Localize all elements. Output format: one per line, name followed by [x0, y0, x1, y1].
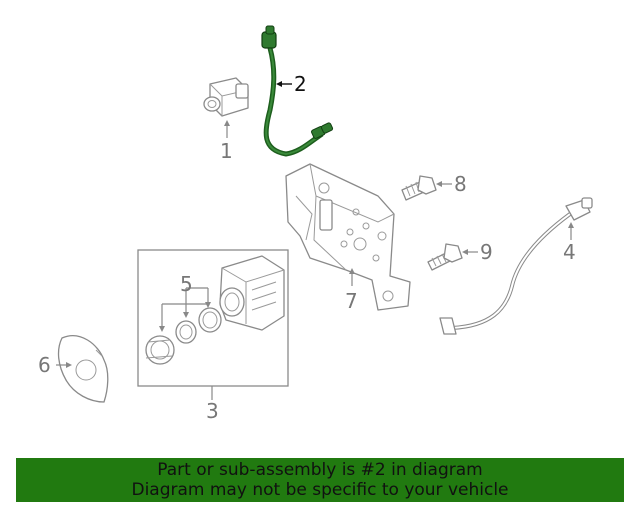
callout-2: 2 [294, 72, 307, 96]
part-1-sensor [203, 77, 249, 117]
callout-6: 6 [38, 353, 51, 377]
banner-line-2: Diagram may not be specific to your vehi… [131, 480, 509, 500]
callout-1: 1 [220, 139, 233, 163]
part-8-bolt [401, 175, 437, 201]
callout-5: 5 [180, 272, 193, 296]
parts-diagram: 2 1 7 8 [38, 25, 593, 423]
part-2-sensor-harness[interactable] [261, 25, 334, 157]
callout-4: 4 [563, 240, 576, 264]
part-6-shield [57, 335, 109, 403]
part-4-sensor-cable [439, 197, 593, 335]
callout-3: 3 [206, 399, 219, 423]
part-3-assembly-box [137, 249, 289, 387]
part-5-seal-rings [145, 307, 222, 365]
callout-7: 7 [345, 289, 358, 313]
callout-9: 9 [480, 240, 493, 264]
info-banner: Part or sub-assembly is #2 in diagram Di… [16, 458, 624, 502]
callout-8: 8 [454, 172, 467, 196]
part-3-housing [219, 255, 285, 331]
part-7-bracket [285, 163, 411, 311]
banner-line-1: Part or sub-assembly is #2 in diagram [157, 460, 483, 480]
part-9-bolt [427, 243, 463, 271]
